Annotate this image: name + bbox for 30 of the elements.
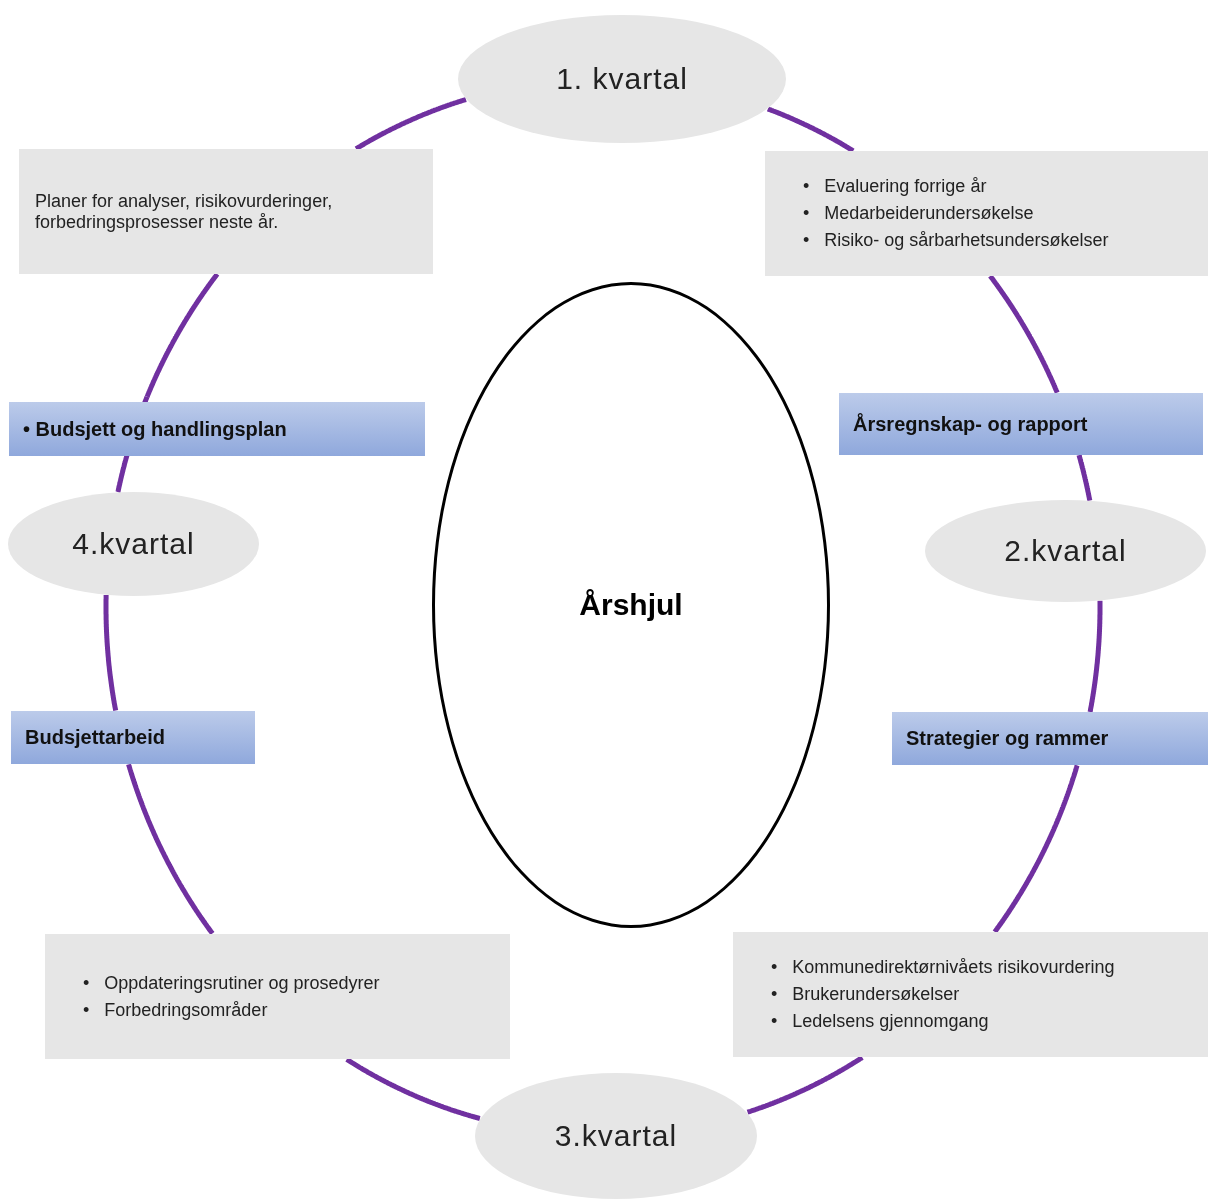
activity-bar: Budsjettarbeid bbox=[11, 711, 255, 764]
quarter-ellipse: 4.kvartal bbox=[8, 492, 259, 596]
list-item: • Forbedringsområder bbox=[83, 999, 269, 1021]
list-item: • Oppdateringsrutiner og prosedyrer bbox=[83, 972, 381, 994]
activity-bar: Strategier og rammer bbox=[892, 712, 1208, 765]
note-box bbox=[733, 932, 1208, 1057]
note-box: Planer for analyser, risikovurderinger, forbedringsprosesser neste år. bbox=[19, 149, 433, 274]
ring-arc bbox=[144, 272, 220, 399]
ring-arc bbox=[745, 1055, 864, 1115]
quarter-ellipse: 1. kvartal bbox=[458, 15, 786, 143]
activity-bar: Årsregnskap- og rapport bbox=[839, 393, 1203, 455]
note-box bbox=[765, 151, 1208, 276]
list-item: • Evaluering forrige år bbox=[803, 176, 988, 197]
ring-arc bbox=[126, 762, 215, 936]
center-ellipse: Årshjul bbox=[432, 282, 830, 928]
list-item: • Medarbeiderundersøkelse bbox=[803, 203, 1035, 224]
list-item: • Risiko- og sårbarhetsundersøkelser bbox=[803, 230, 1110, 251]
list-item: • Ledelsens gjennomgang bbox=[771, 1011, 990, 1032]
quarter-ellipse: 2.kvartal bbox=[925, 500, 1206, 602]
list-item: • Kommunedirektørnivåets risikovurdering bbox=[771, 957, 1116, 978]
ring-arc bbox=[354, 97, 468, 151]
ring-arc bbox=[1076, 453, 1093, 503]
list-item: • Brukerundersøkelser bbox=[771, 984, 961, 1005]
note-box bbox=[45, 934, 510, 1059]
ring-arc bbox=[766, 106, 855, 153]
ring-arc bbox=[103, 593, 119, 713]
activity-bar: • Budsjett og handlingsplan bbox=[9, 402, 425, 456]
quarter-ellipse: 3.kvartal bbox=[475, 1073, 757, 1199]
ring-arc bbox=[345, 1057, 482, 1121]
ring-arc bbox=[992, 763, 1080, 934]
